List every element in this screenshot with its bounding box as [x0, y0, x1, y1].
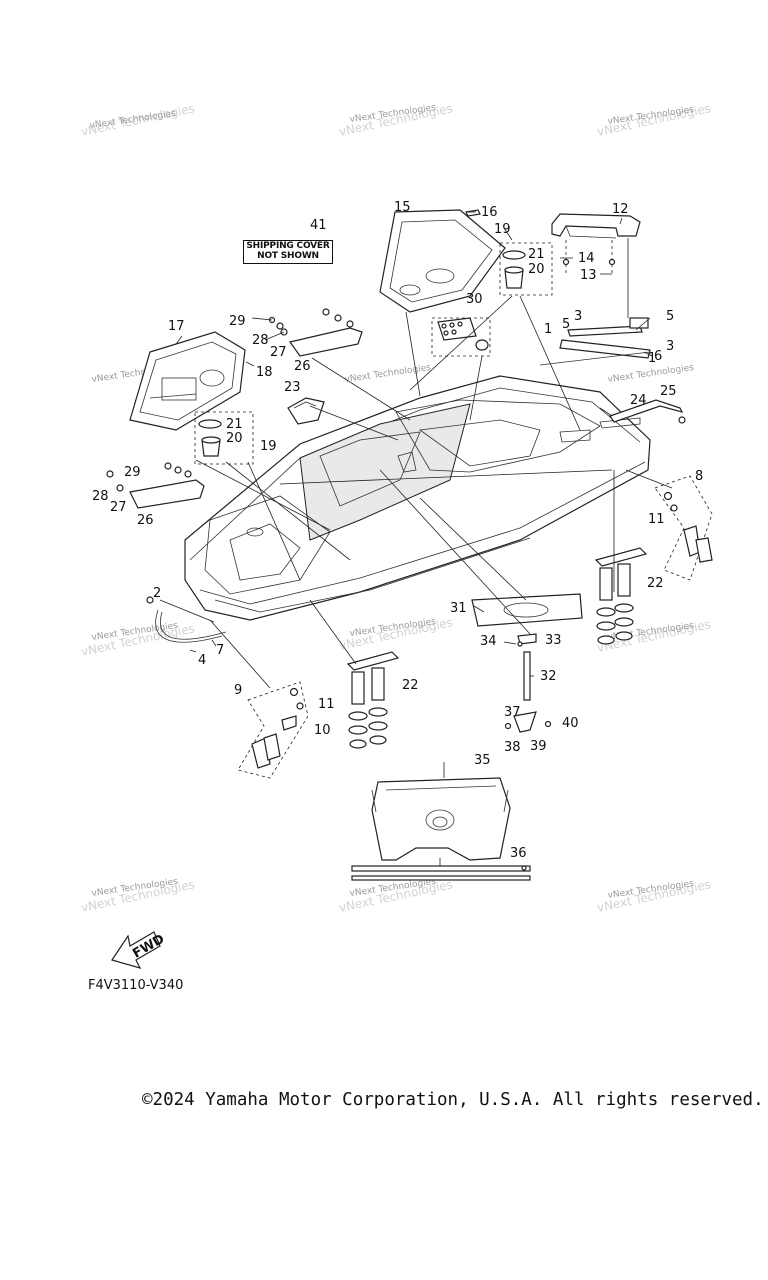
hatch-lid-31	[471, 593, 583, 627]
callout-27: 27	[270, 345, 287, 360]
callout-12: 12	[612, 202, 629, 217]
callout-29: 29	[229, 314, 246, 329]
callout-22: 22	[402, 678, 419, 693]
strap-2-4-7	[146, 596, 227, 643]
leader-lines	[159, 211, 673, 866]
mirror-23	[287, 397, 325, 425]
callout-24: 24	[630, 393, 647, 408]
callout-28: 28	[252, 333, 269, 348]
callout-26: 26	[137, 513, 154, 528]
hook-assembly-9	[237, 681, 309, 779]
cleat-22-right	[594, 547, 648, 645]
callout-23: 23	[284, 380, 301, 395]
callout-14: 14	[578, 251, 595, 266]
callout-37: 37	[504, 705, 521, 720]
callout-15: 15	[394, 200, 411, 215]
callout-22: 22	[647, 576, 664, 591]
callout-29: 29	[124, 465, 141, 480]
callout-36: 36	[510, 846, 527, 861]
callout-20: 20	[528, 262, 545, 277]
callout-32: 32	[540, 669, 557, 684]
shipping-cover-note: SHIPPING COVER NOT SHOWN	[243, 240, 333, 264]
boat-hull	[184, 375, 651, 621]
callout-16: 16	[481, 205, 498, 220]
callout-19: 19	[260, 439, 277, 454]
callout-30: 30	[466, 292, 483, 307]
rail-assembly-1-3-5-6	[539, 238, 651, 366]
cooler-35	[371, 777, 511, 861]
watermark: vNext Technologies	[607, 363, 695, 385]
callout-3: 3	[666, 339, 674, 354]
shipping-cover-line1: SHIPPING COVER	[246, 241, 330, 251]
switch-panel-30	[431, 317, 491, 357]
callout-19: 19	[494, 222, 511, 237]
callout-27: 27	[110, 500, 127, 515]
tow-pole-24-25	[609, 399, 686, 424]
cleat-22-left	[346, 651, 400, 749]
callout-33: 33	[545, 633, 562, 648]
callout-10: 10	[314, 723, 331, 738]
callout-5: 5	[562, 317, 570, 332]
callout-1: 1	[648, 351, 656, 366]
callout-39: 39	[530, 739, 547, 754]
diagram-code: F4V3110-V340	[88, 978, 184, 993]
callout-21: 21	[226, 417, 243, 432]
callout-4: 4	[198, 653, 206, 668]
callout-35: 35	[474, 753, 491, 768]
callout-41: 41	[310, 218, 327, 233]
callout-11: 11	[318, 697, 335, 712]
copyright-notice: ©2024 Yamaha Motor Corporation, U.S.A. A…	[142, 1090, 764, 1110]
grab-handle-12	[551, 213, 641, 276]
callouts: 41 15 16 19 21 20 12 14 13 30 17 29 28 2…	[92, 200, 703, 861]
callout-7: 7	[216, 643, 224, 658]
callout-25: 25	[660, 384, 677, 399]
cup-holder-group-19-top	[499, 242, 553, 296]
callout-17: 17	[168, 319, 185, 334]
callout-21: 21	[528, 247, 545, 262]
storage-compartment-17	[129, 331, 246, 431]
callout-3: 3	[574, 309, 582, 324]
gas-strut-32	[517, 633, 537, 701]
fwd-arrow-icon: FWD	[111, 931, 167, 969]
callout-5: 5	[666, 309, 674, 324]
cup-holder-group-19-left	[194, 411, 254, 465]
callout-13: 13	[580, 268, 597, 283]
callout-38: 38	[504, 740, 521, 755]
callout-18: 18	[256, 365, 273, 380]
callout-2: 2	[153, 586, 161, 601]
callout-34: 34	[480, 634, 497, 649]
storage-bin-15	[379, 209, 506, 313]
callout-26: 26	[294, 359, 311, 374]
callout-9: 9	[234, 683, 242, 698]
callout-28: 28	[92, 489, 109, 504]
callout-6: 6	[654, 349, 662, 364]
callout-20: 20	[226, 431, 243, 446]
shipping-cover-line2: NOT SHOWN	[257, 251, 319, 261]
callout-31: 31	[450, 601, 467, 616]
grab-rail-26-lower	[106, 462, 205, 509]
callout-40: 40	[562, 716, 579, 731]
rod-36	[351, 865, 531, 881]
callout-8: 8	[695, 469, 703, 484]
bracket-37	[504, 711, 552, 733]
callout-1: 1	[544, 322, 552, 337]
hook-assembly-8	[654, 475, 713, 581]
callout-11: 11	[648, 512, 665, 527]
